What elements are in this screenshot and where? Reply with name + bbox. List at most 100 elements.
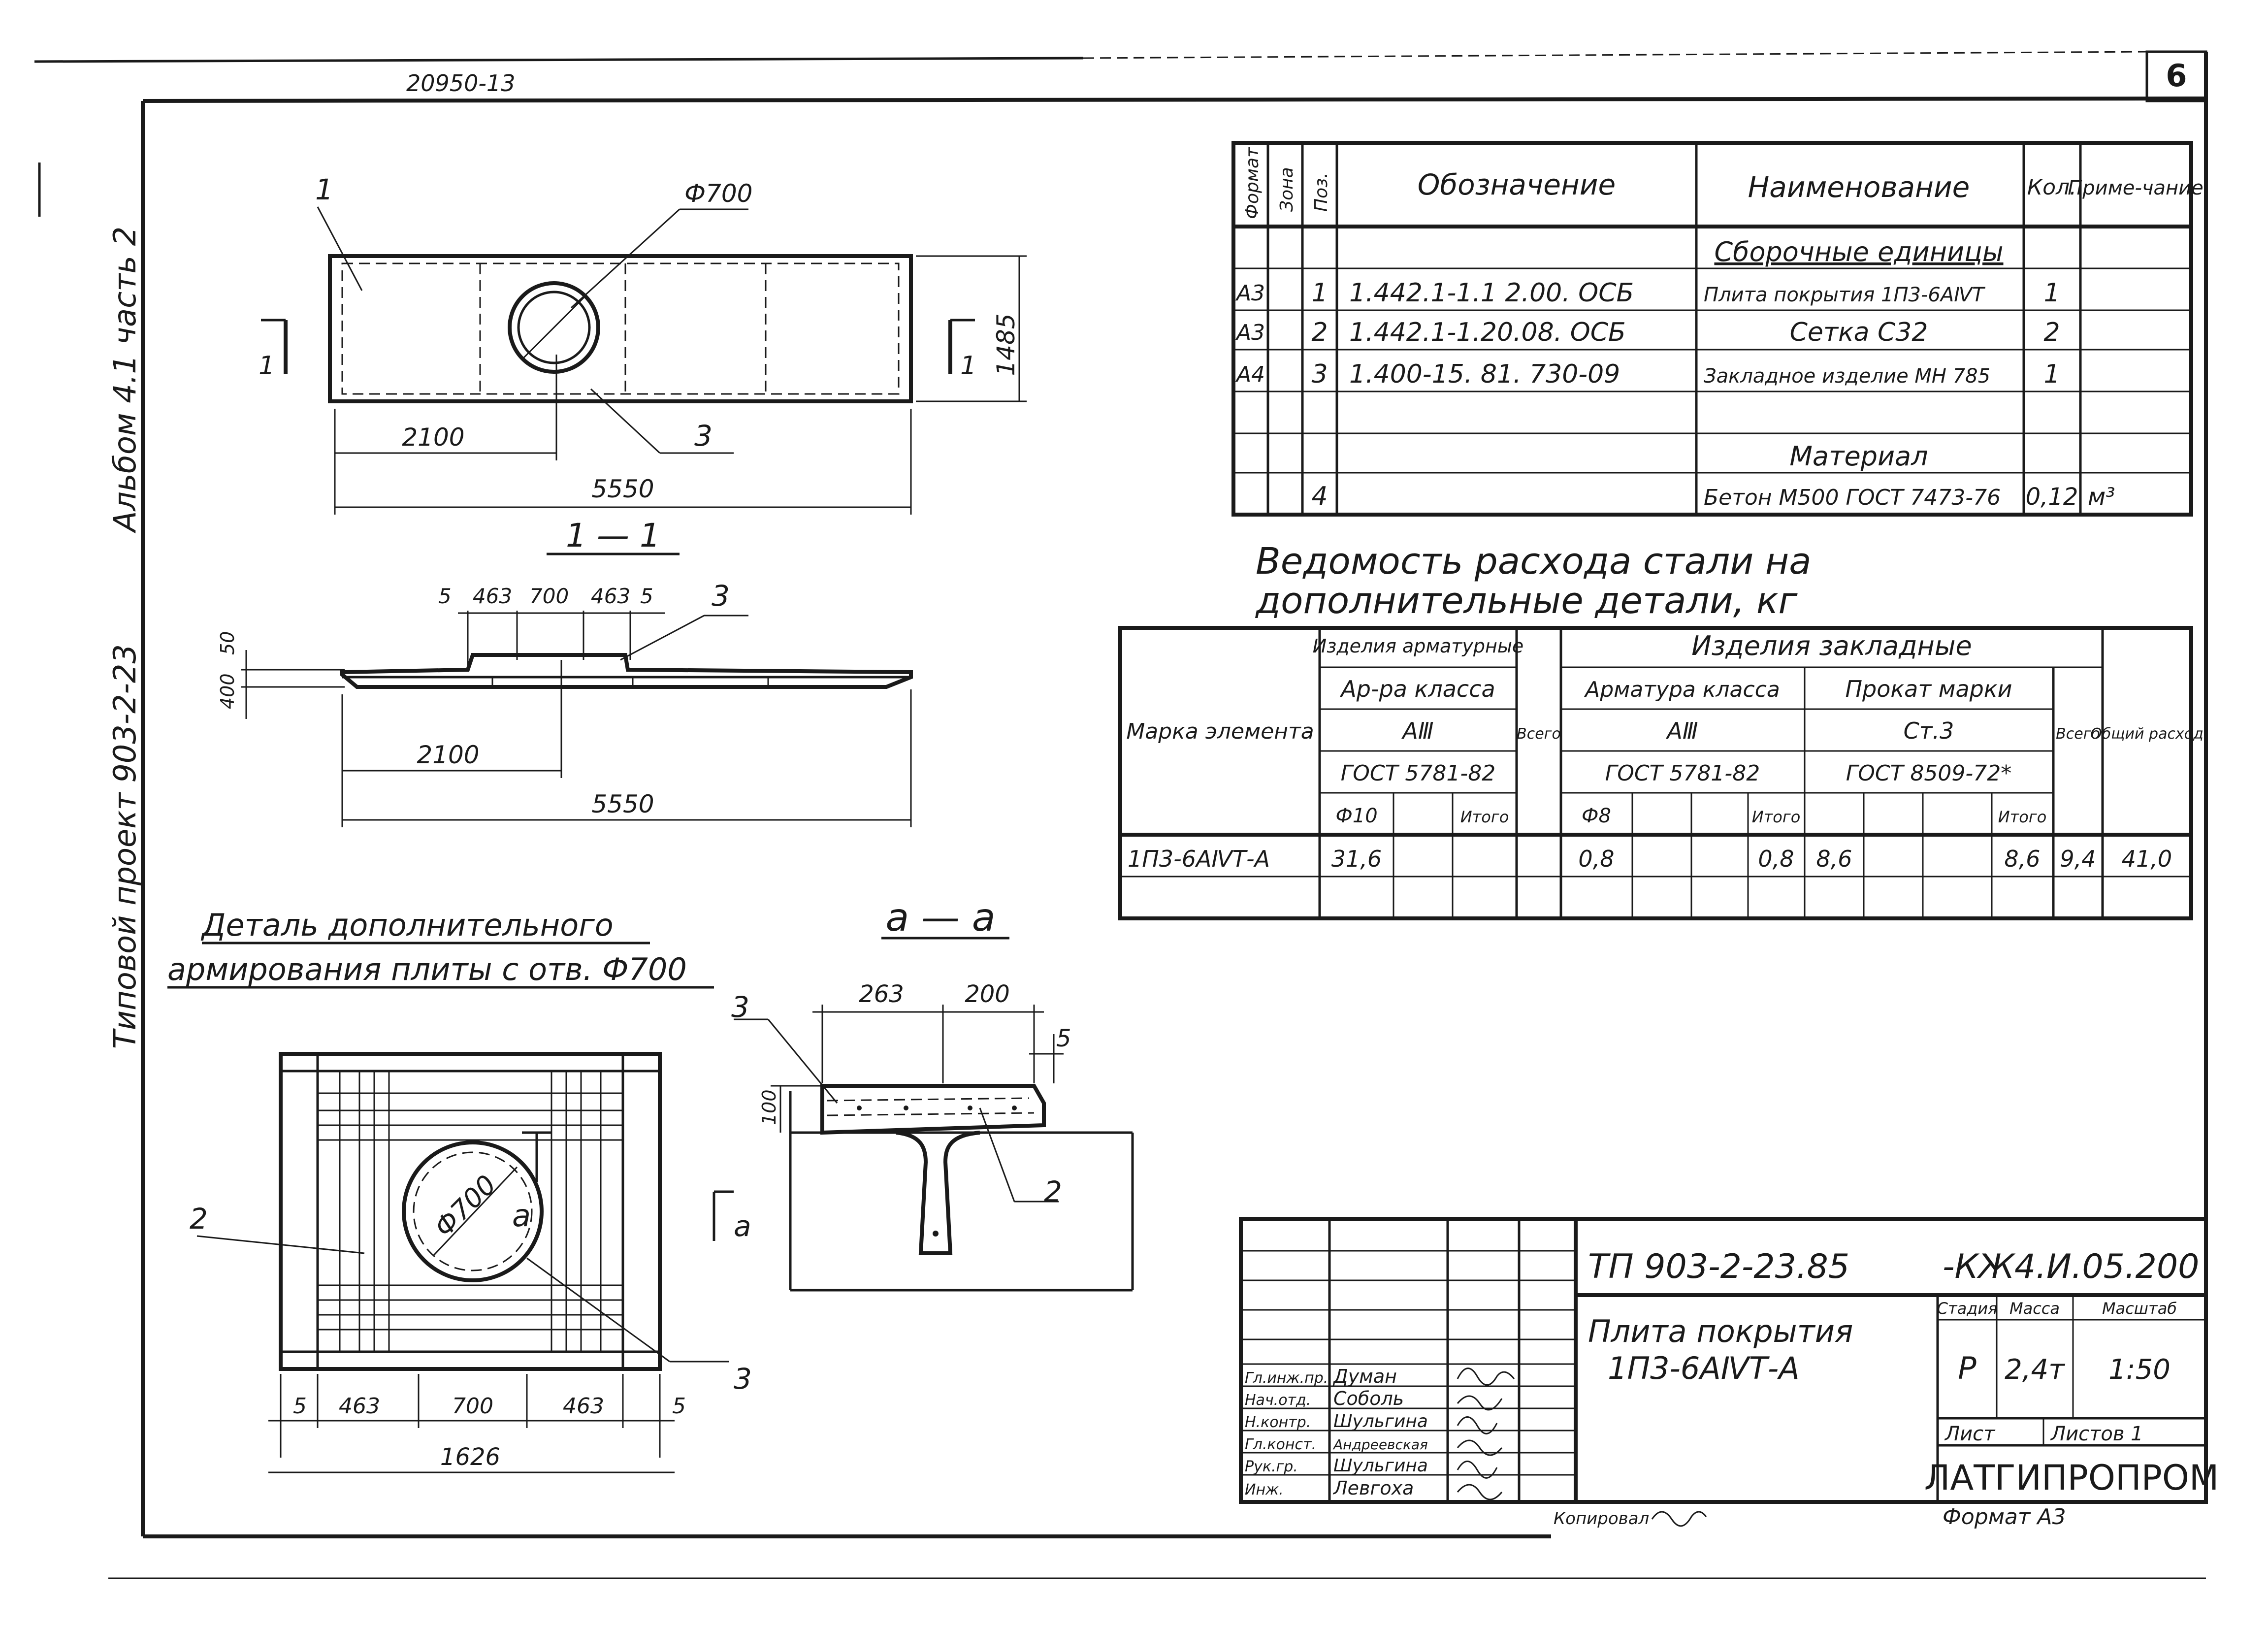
spec-section-material: Материал <box>1789 441 1928 472</box>
tb-project-code: ТП 903-2-23.85 <box>1588 1247 1849 1286</box>
detail-dim-a: 5 <box>293 1394 307 1419</box>
spec-h-designation: Обозначение <box>1418 168 1616 201</box>
section-11-dim-2100: 2100 <box>417 741 479 769</box>
steel-title-2: дополнительные детали, кг <box>1255 580 1798 622</box>
spec-h-format: Формат <box>1242 147 1263 219</box>
spec-cell-designation: 1.400-15. 81. 730-09 <box>1349 359 1620 389</box>
section-11-dim-d: 463 <box>591 584 630 608</box>
tb-name: Думан <box>1332 1366 1397 1387</box>
section-aa-view <box>734 1005 1134 1292</box>
page-number: 6 <box>2166 58 2187 94</box>
tb-mass: 2,4т <box>2005 1354 2065 1386</box>
steel-h-gost1: ГОСТ 5781-82 <box>1341 761 1496 786</box>
steel-h-arm-class: Ар-ра класса <box>1339 676 1495 702</box>
plan-dim-5550: 5550 <box>591 475 654 503</box>
doc-number: 20950-13 <box>406 70 515 97</box>
tb-h-scale: Масштаб <box>2102 1299 2177 1318</box>
steel-h-d10: Ф10 <box>1335 805 1377 827</box>
spec-cell-name: Сетка С32 <box>1790 318 1928 347</box>
plan-dim-2100: 2100 <box>402 423 464 452</box>
spec-cell-note: м³ <box>2088 483 2115 511</box>
spec-row-4: 4 Бетон М500 ГОСТ 7473-76 0,12 м³ <box>1311 482 2115 511</box>
spec-h-note: Приме-чание <box>2068 177 2203 199</box>
tb-scale: 1:50 <box>2108 1354 2171 1386</box>
tb-name: Андреевская <box>1332 1436 1428 1453</box>
steel-cell-d8: 0,8 <box>1578 846 1614 872</box>
plan-label-3: 3 <box>694 419 713 453</box>
spec-cell-designation: 1.442.1-1.1 2.00. ОСБ <box>1349 278 1634 308</box>
tb-role: Нач.отд. <box>1245 1392 1311 1409</box>
spec-h-qty: Кол. <box>2027 175 2076 200</box>
tb-h-mass: Масса <box>2009 1299 2060 1318</box>
section-11-dim-c: 700 <box>529 584 569 608</box>
section-11-dim-a: 5 <box>438 584 452 608</box>
steel-h-d8: Ф8 <box>1582 805 1611 827</box>
spec-cell-pos: 4 <box>1311 482 1328 511</box>
detail-label-a: а <box>512 1198 531 1234</box>
plan-cut-left: 1 <box>259 351 275 381</box>
steel-cell-total2: 9,4 <box>2060 846 2096 872</box>
tb-role: Гл.конст. <box>1245 1436 1316 1453</box>
section-aa-label-3: 3 <box>731 990 749 1024</box>
spec-cell-name: Плита покрытия 1П3-6АⅣТ <box>1704 284 1986 306</box>
spec-row-2: А3 2 1.442.1-1.20.08. ОСБ Сетка С32 2 <box>1235 318 2060 347</box>
steel-title-1: Ведомость расхода стали на <box>1256 540 1812 583</box>
section-aa-title: а — а <box>885 896 995 940</box>
detail-dim-e: 5 <box>672 1394 686 1419</box>
spec-cell-format: А3 <box>1235 320 1265 345</box>
spec-section-assembly: Сборочные единицы <box>1714 236 2003 267</box>
spec-cell-format: А4 <box>1235 362 1265 387</box>
detail-label-a-cut: а <box>734 1209 751 1243</box>
tb-name: Соболь <box>1333 1388 1404 1409</box>
tb-stage: Р <box>1958 1350 1976 1386</box>
tb-name: Шульгина <box>1333 1411 1428 1432</box>
detail-title-1: Деталь дополнительного <box>200 907 614 943</box>
steel-h-embedded: Изделия закладные <box>1691 630 1972 661</box>
spec-h-name: Наименование <box>1748 170 1970 204</box>
tb-roles: Гл.инж.пр. Нач.отд. Н.контр. Гл.конст. Р… <box>1245 1369 1328 1498</box>
steel-h-itogo1: Итого <box>1460 808 1509 826</box>
steel-h-total2: Всего <box>2056 725 2100 743</box>
detail-view <box>196 1052 734 1473</box>
tb-role: Н.контр. <box>1245 1414 1311 1431</box>
steel-h-class-a3: АⅢ <box>1401 717 1433 744</box>
section-11-dim-5550: 5550 <box>591 790 654 818</box>
steel-cell-rolled: 8,6 <box>1816 846 1852 872</box>
side-text-album: Альбом 4.1 часть 2 <box>107 227 143 534</box>
spec-cell-designation: 1.442.1-1.20.08. ОСБ <box>1349 318 1626 347</box>
format-label: Формат А3 <box>1943 1504 2066 1530</box>
side-text-project: Типовой проект 903-2-23 <box>107 644 143 1049</box>
steel-h-element: Марка элемента <box>1126 719 1314 744</box>
title-block-grid <box>1239 1217 2208 1504</box>
spec-cell-qty: 0,12 <box>2026 483 2078 511</box>
tb-description-1: Плита покрытия <box>1588 1313 1853 1349</box>
section-11-view <box>241 611 913 827</box>
spec-cell-qty: 2 <box>2043 318 2060 347</box>
tb-name: Шульгина <box>1333 1456 1428 1476</box>
steel-h-arm-class2: Арматура класса <box>1584 677 1780 702</box>
steel-h-itogo3: Итого <box>1998 808 2047 826</box>
detail-dim-d: 463 <box>563 1394 604 1419</box>
plan-view <box>261 206 1027 515</box>
steel-h-arm-products: Изделия арматурные <box>1313 635 1524 657</box>
section-11-dim-e: 5 <box>640 584 653 608</box>
spec-cell-pos: 2 <box>1311 318 1328 347</box>
section-11-label-3: 3 <box>712 579 730 613</box>
copied-by: Копировал <box>1554 1509 1649 1529</box>
spec-cell-pos: 3 <box>1311 359 1328 389</box>
tb-role: Гл.инж.пр. <box>1245 1369 1328 1387</box>
spec-cell-pos: 1 <box>1311 278 1328 308</box>
plan-dim-phi: Ф700 <box>684 179 752 208</box>
spec-cell-qty: 1 <box>2043 359 2060 389</box>
detail-dim-total: 1626 <box>440 1443 500 1471</box>
section-aa-dim-200: 200 <box>965 980 1010 1008</box>
section-aa-dim-5: 5 <box>1056 1025 1071 1052</box>
section-11-dim-height: 400 <box>217 673 238 709</box>
spec-cell-name: Закладное изделие МН 785 <box>1704 365 1990 388</box>
spec-h-pos: Поз. <box>1311 172 1331 212</box>
steel-h-class-a3b: АⅢ <box>1665 717 1698 744</box>
steel-table-grid <box>1118 626 2193 920</box>
section-aa-label-2: 2 <box>1044 1175 1062 1208</box>
detail-dim-b: 463 <box>339 1394 380 1419</box>
